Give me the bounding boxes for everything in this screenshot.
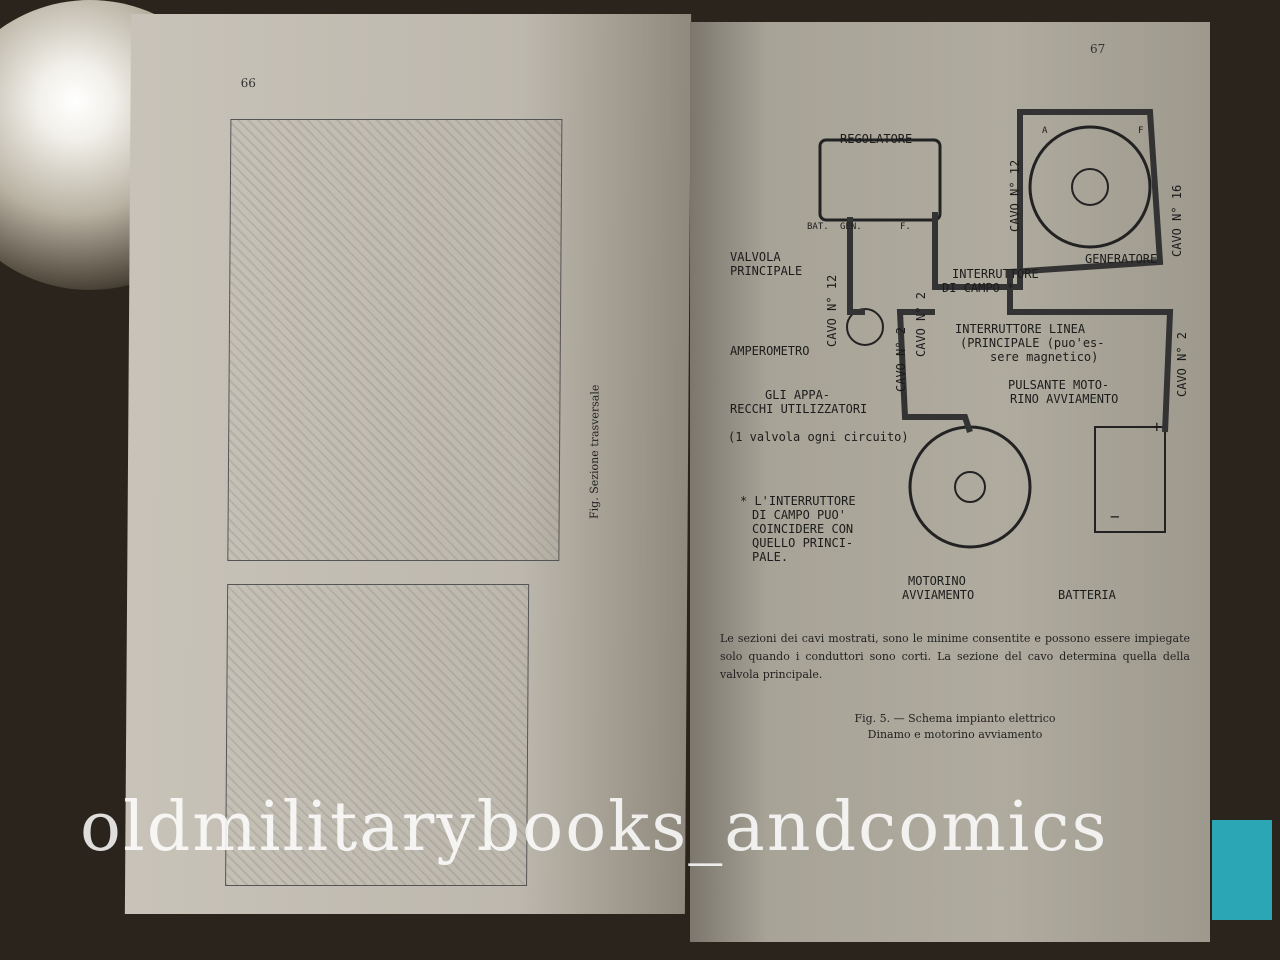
label-f: F. <box>900 222 911 232</box>
wiring-diagram <box>818 109 1174 549</box>
generator-hub <box>1071 168 1109 206</box>
fig-title: Sezione trasversale <box>587 384 602 494</box>
engine-cross-section-drawing <box>227 119 563 561</box>
label-gli-apparecchi: GLI APPA- <box>765 388 831 402</box>
label-principale: PRINCIPALE <box>730 264 803 278</box>
label-pulsante: PULSANTE MOTO- <box>1008 378 1110 392</box>
label-gen: GEN. <box>840 222 862 232</box>
label-f-gen: F <box>1138 126 1144 136</box>
battery-minus: − <box>1110 507 1120 526</box>
label-utilizzatori: RECCHI UTILIZZATORI <box>730 402 868 416</box>
starter-motor-hub <box>954 471 986 503</box>
label-avviamento-pulsante: RINO AVVIAMENTO <box>1010 392 1119 406</box>
label-principale-magnetico: (PRINCIPALE (puo'es- <box>960 336 1105 350</box>
label-batteria: BATTERIA <box>1058 588 1116 602</box>
generator-circle <box>1028 125 1152 249</box>
right-page: 67 REGOLATORE BAT. GEN. F. A F CAVO N° 1… <box>690 22 1210 942</box>
label-avviamento: AVVIAMENTO <box>902 588 975 602</box>
watermark: oldmilitarybooks_andcomics <box>80 788 1109 867</box>
label-cavo-2-a: CAVO N° 2 <box>914 291 928 357</box>
figure-caption-1: Fig. 5. — Schema impianto elettrico <box>854 712 1056 725</box>
page-number: 67 <box>1090 42 1106 56</box>
label-cavo-2-b: CAVO N° 2 <box>894 326 908 392</box>
battery-box <box>1094 426 1166 533</box>
body-paragraph: Le sezioni dei cavi mostrati, sono le mi… <box>720 632 1190 681</box>
label-a: A <box>1042 126 1048 136</box>
fig-label: Fig. <box>587 497 601 519</box>
label-generatore: GENERATORE <box>1085 252 1158 266</box>
label-valvola: VALVOLA <box>730 250 781 264</box>
label-motorino: MOTORINO <box>908 574 966 588</box>
figure-caption-2: Dinamo e motorino avviamento <box>867 728 1043 741</box>
label-bat: BAT. <box>807 222 829 232</box>
starter-motor-circle <box>908 425 1032 549</box>
figure-caption: Fig. Sezione trasversale <box>588 385 602 519</box>
label-amperometro: AMPEROMETRO <box>730 344 810 358</box>
note-line-4: QUELLO PRINCI- <box>752 536 854 550</box>
cables <box>847 109 1174 433</box>
label-interruttore-campo: INTERRUTTORE <box>952 267 1039 281</box>
battery-plus: + <box>1152 417 1162 436</box>
label-cavo-16: CAVO N° 16 <box>1170 184 1184 257</box>
label-cavo-2-c: CAVO N° 2 <box>1175 331 1189 397</box>
label-sere-magnetico: sere magnetico) <box>990 350 1099 364</box>
note-line-2: DI CAMPO PUO' <box>752 508 846 522</box>
note-line-3: COINCIDERE CON <box>752 522 854 536</box>
label-valvola-circuito: (1 valvola ogni circuito) <box>728 430 909 444</box>
label-cavo-12-top: CAVO N° 12 <box>1008 159 1022 232</box>
note-line-5: PALE. <box>752 550 789 564</box>
label-cavo-12-left: CAVO N° 12 <box>825 274 839 347</box>
label-regolatore: REGOLATORE <box>840 132 913 146</box>
label-interruttore-linea: INTERRUTTORE LINEA <box>955 322 1086 336</box>
left-page: 66 Fig. Sezione trasversale <box>124 14 692 914</box>
page-number: 66 <box>240 76 256 90</box>
teal-clip <box>1212 820 1272 920</box>
note-line-1: * L'INTERRUTTORE <box>740 494 856 508</box>
regulator-box <box>818 138 942 222</box>
label-di-campo: DI CAMPO * <box>942 281 1015 295</box>
